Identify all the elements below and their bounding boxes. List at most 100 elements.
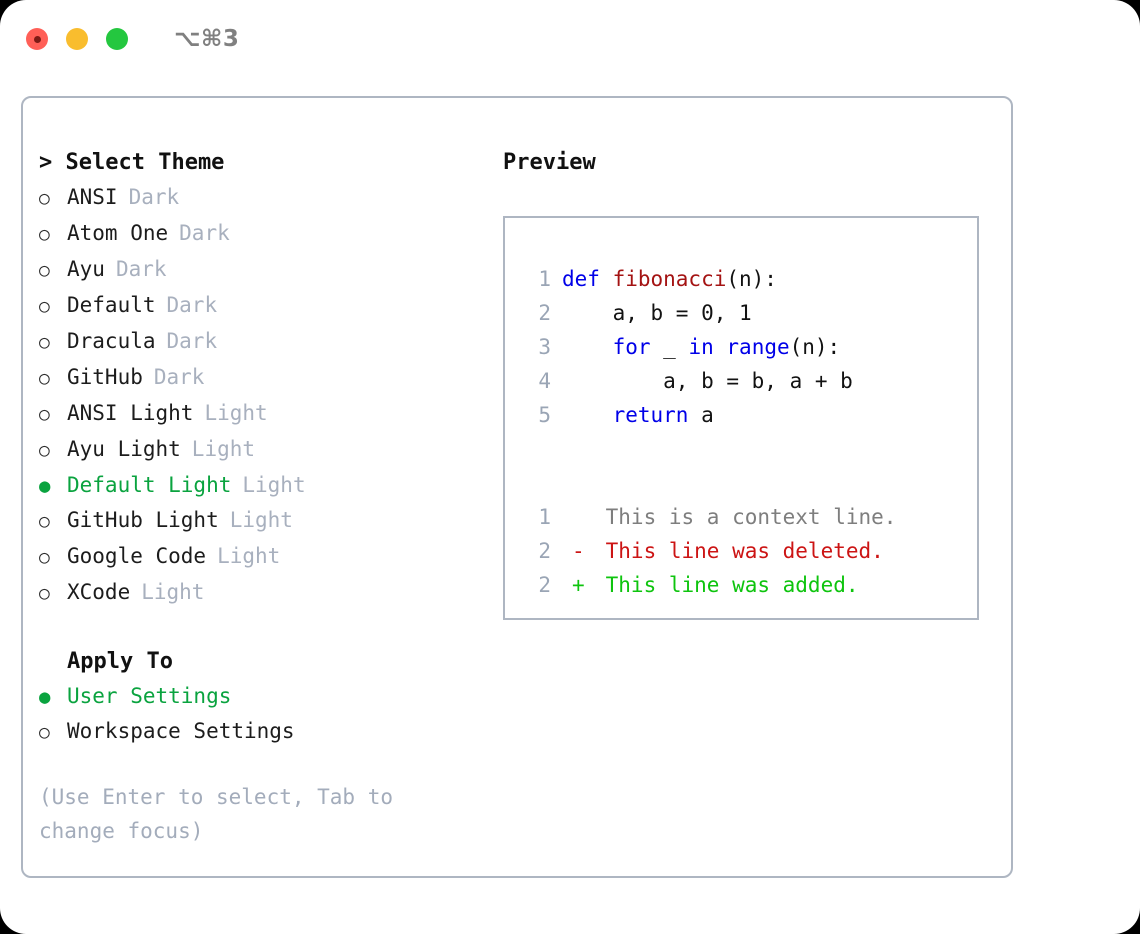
theme-option-tag: Light: [242, 473, 306, 497]
code-line: 5 return a: [521, 398, 977, 432]
diff-line-added: 2 + This line was added.: [521, 568, 977, 602]
radio-icon: ○: [39, 188, 50, 209]
theme-option-label: Ayu Light: [67, 437, 181, 461]
theme-option-ayu-light[interactable]: ○ Ayu Light Light: [39, 432, 479, 468]
code-token: a: [688, 403, 714, 427]
theme-option-default[interactable]: ○ Default Dark: [39, 288, 479, 324]
theme-option-tag: Light: [141, 580, 205, 604]
apply-to-option-label: Workspace Settings: [67, 719, 295, 743]
radio-icon: ○: [39, 296, 50, 317]
code-token: a, b = b, a + b: [562, 369, 853, 393]
preview-header: Preview: [503, 150, 596, 175]
theme-picker-column: > Select Theme ○ ANSI Dark ○ Atom One Da…: [39, 146, 479, 848]
theme-option-google-code[interactable]: ○ Google Code Light: [39, 539, 479, 575]
title-bar: ⌥⌘3: [0, 0, 1140, 78]
code-line: 4 a, b = b, a + b: [521, 364, 977, 398]
radio-icon: ○: [39, 404, 50, 425]
diff-line-deleted: 2 - This line was deleted.: [521, 534, 977, 568]
code-token: a, b = 0, 1: [562, 301, 752, 325]
apply-to-workspace-settings[interactable]: ○ Workspace Settings: [39, 714, 479, 750]
keyboard-hint-text: (Use Enter to select, Tab to change focu…: [39, 785, 406, 843]
line-number: 3: [538, 335, 551, 359]
code-token: _: [650, 335, 689, 359]
code-line: 2 a, b = 0, 1: [521, 296, 977, 330]
line-number: 2: [538, 301, 551, 325]
theme-option-label: XCode: [67, 580, 131, 604]
radio-icon: ○: [39, 260, 50, 281]
theme-option-atom-one[interactable]: ○ Atom One Dark: [39, 216, 479, 252]
line-number: 4: [538, 369, 551, 393]
diff-sign: +: [572, 573, 585, 597]
radio-icon: ○: [39, 583, 50, 604]
close-icon: [33, 35, 41, 43]
code-token: for: [612, 335, 651, 359]
theme-option-tag: Dark: [128, 185, 180, 209]
preview-column: Preview 1 def fibonacci (n): 2 a, b = 0,…: [503, 146, 993, 620]
radio-selected-icon: ●: [39, 686, 51, 708]
diff-text: This line was deleted.: [593, 539, 884, 563]
code-line: 1 def fibonacci (n):: [521, 262, 977, 296]
theme-option-tag: Light: [229, 508, 293, 532]
radio-icon: ○: [39, 722, 50, 743]
line-number: 2: [538, 573, 551, 597]
theme-option-label: Dracula: [67, 329, 156, 353]
close-window-button[interactable]: [26, 28, 48, 50]
apply-to-user-settings[interactable]: ● User Settings: [39, 679, 479, 714]
code-token: in: [688, 335, 714, 359]
theme-option-label: Default Light: [67, 473, 232, 497]
apply-to-option-label: User Settings: [67, 684, 232, 708]
code-token: def: [562, 267, 613, 291]
code-token: (n):: [789, 335, 841, 359]
theme-option-ansi-light[interactable]: ○ ANSI Light Light: [39, 396, 479, 432]
diff-text: This is a context line.: [593, 505, 897, 529]
theme-option-label: GitHub Light: [67, 508, 219, 532]
theme-option-tag: Light: [204, 401, 268, 425]
radio-selected-icon: ●: [39, 475, 51, 497]
code-token: [714, 330, 727, 364]
diff-sign: -: [572, 539, 585, 563]
theme-option-tag: Dark: [115, 257, 167, 281]
dialog-panel: > Select Theme ○ ANSI Dark ○ Atom One Da…: [21, 96, 1013, 878]
theme-option-github[interactable]: ○ GitHub Dark: [39, 360, 479, 396]
diff-text: This line was added.: [593, 573, 859, 597]
theme-option-tag: Dark: [166, 329, 218, 353]
radio-icon: ○: [39, 368, 50, 389]
theme-option-label: Default: [67, 293, 156, 317]
theme-option-tag: Dark: [153, 365, 205, 389]
line-number: 2: [538, 539, 551, 563]
theme-option-ayu[interactable]: ○ Ayu Dark: [39, 252, 479, 288]
code-token: (n):: [726, 267, 777, 291]
theme-option-github-light[interactable]: ○ GitHub Light Light: [39, 503, 479, 539]
zoom-window-button[interactable]: [106, 28, 128, 50]
radio-icon: ○: [39, 547, 50, 568]
traffic-lights: [26, 28, 128, 50]
code-blank-line: [521, 466, 977, 500]
code-token: range: [726, 335, 790, 359]
theme-option-tag: Light: [191, 437, 256, 461]
radio-icon: ○: [39, 511, 50, 532]
minimize-window-button[interactable]: [66, 28, 88, 50]
code-token: return: [612, 403, 689, 427]
theme-option-xcode[interactable]: ○ XCode Light: [39, 575, 479, 611]
theme-option-ansi[interactable]: ○ ANSI Dark: [39, 180, 479, 216]
theme-option-label: Google Code: [67, 544, 207, 568]
code-token: [562, 330, 613, 364]
keyboard-shortcut-label: ⌥⌘3: [174, 26, 240, 52]
theme-option-dracula[interactable]: ○ Dracula Dark: [39, 324, 479, 360]
theme-option-label: ANSI Light: [67, 401, 194, 425]
radio-icon: ○: [39, 440, 50, 461]
line-number: 5: [538, 403, 551, 427]
theme-option-tag: Dark: [166, 293, 218, 317]
radio-icon: ○: [39, 224, 50, 245]
code-token: [562, 398, 613, 432]
list-spacer: [39, 611, 479, 645]
diff-sign: [562, 500, 593, 534]
radio-icon: ○: [39, 332, 50, 353]
theme-option-tag: Dark: [179, 221, 230, 245]
diff-line-context: 1 This is a context line.: [521, 500, 977, 534]
theme-option-default-light[interactable]: ● Default Light Light: [39, 468, 479, 503]
line-number: 1: [538, 505, 551, 529]
theme-option-label: GitHub: [67, 365, 143, 389]
code-blank-line: [521, 432, 977, 466]
